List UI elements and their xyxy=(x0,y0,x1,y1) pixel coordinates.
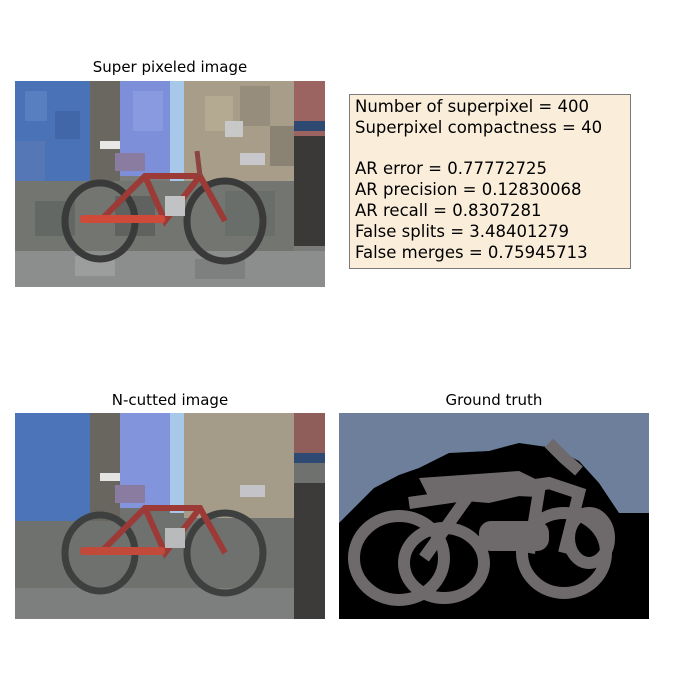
ncut-panel-title: N-cutted image xyxy=(111,391,229,409)
ar-error-text: AR error = 0.77772725 xyxy=(355,159,547,179)
false-merges-text: False merges = 0.75945713 xyxy=(355,242,588,262)
ar-recall-text: AR recall = 0.8307281 xyxy=(355,200,542,220)
compactness-text: Superpixel compactness = 40 xyxy=(355,117,603,137)
segmentation-metrics-box: Number of superpixel = 400 Superpixel co… xyxy=(349,94,631,269)
ground-truth-panel-title: Ground truth xyxy=(445,391,543,409)
superpixel-image xyxy=(15,81,325,287)
ar-precision-text: AR precision = 0.12830068 xyxy=(355,180,582,200)
ncut-image xyxy=(15,413,325,619)
num-superpixel-text: Number of superpixel = 400 xyxy=(355,97,589,116)
ground-truth-image xyxy=(339,413,649,619)
metrics-spacer xyxy=(355,139,630,160)
false-splits-text: False splits = 3.48401279 xyxy=(355,221,570,241)
superpixel-panel-title: Super pixeled image xyxy=(92,58,248,76)
